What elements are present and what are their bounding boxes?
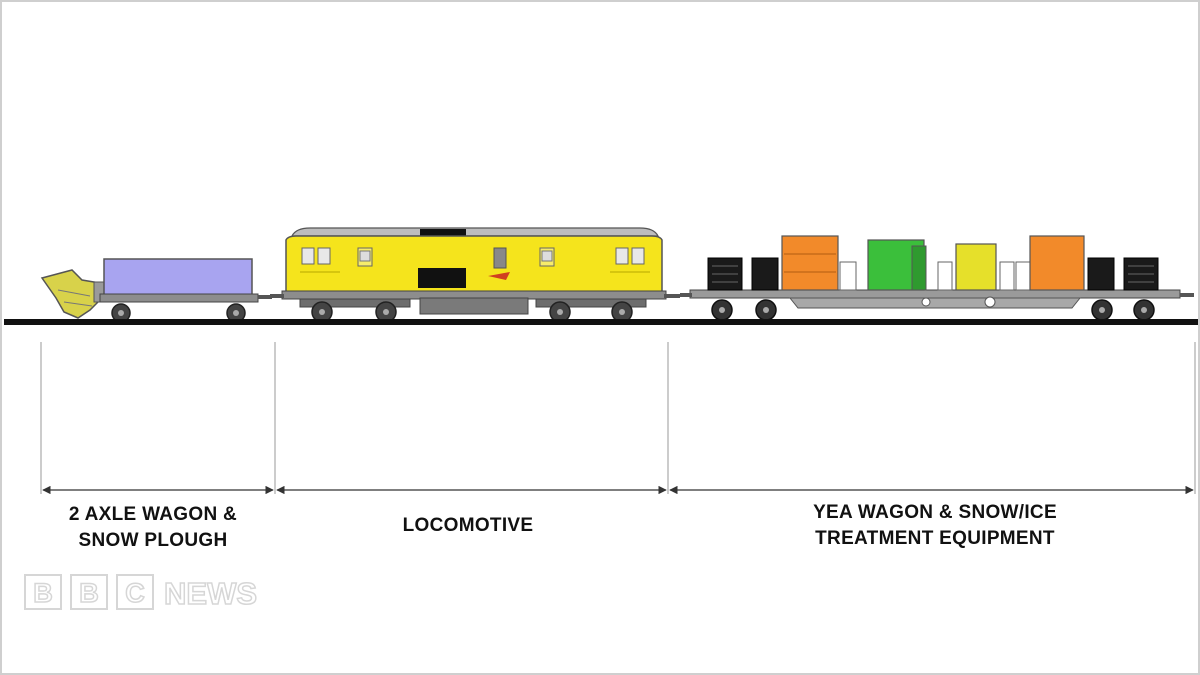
equipment-tank-yellow	[955, 243, 997, 291]
locomotive-group	[270, 227, 680, 323]
snow-plough	[40, 269, 101, 319]
label-yea-line-2: TREATMENT EQUIPMENT	[815, 528, 1055, 549]
yea-wagon-group	[680, 235, 1194, 321]
label-yea-line-1: YEA WAGON & SNOW/ICE	[813, 502, 1057, 523]
dimension-lines	[40, 342, 1196, 494]
label-plough-line-1: 2 AXLE WAGON &	[69, 504, 237, 525]
bbc-news-watermark: B B C NEWS	[24, 574, 258, 612]
plough-wagon-group	[40, 258, 272, 323]
label-plough-line-2: SNOW PLOUGH	[79, 530, 228, 551]
watermark-letter: C	[125, 578, 145, 608]
equipment-tank-orange	[781, 235, 839, 291]
yea-wagon-deck	[689, 289, 1181, 299]
label-locomotive: LOCOMOTIVE	[403, 515, 534, 536]
equipment-tank-orange-2	[1029, 235, 1085, 291]
rail-track	[4, 319, 1198, 325]
watermark-letter: B	[33, 578, 53, 608]
watermark-letter: B	[79, 578, 99, 608]
locomotive-body	[285, 235, 663, 293]
watermark-word: NEWS	[164, 576, 257, 611]
plough-wagon-body	[103, 258, 253, 297]
